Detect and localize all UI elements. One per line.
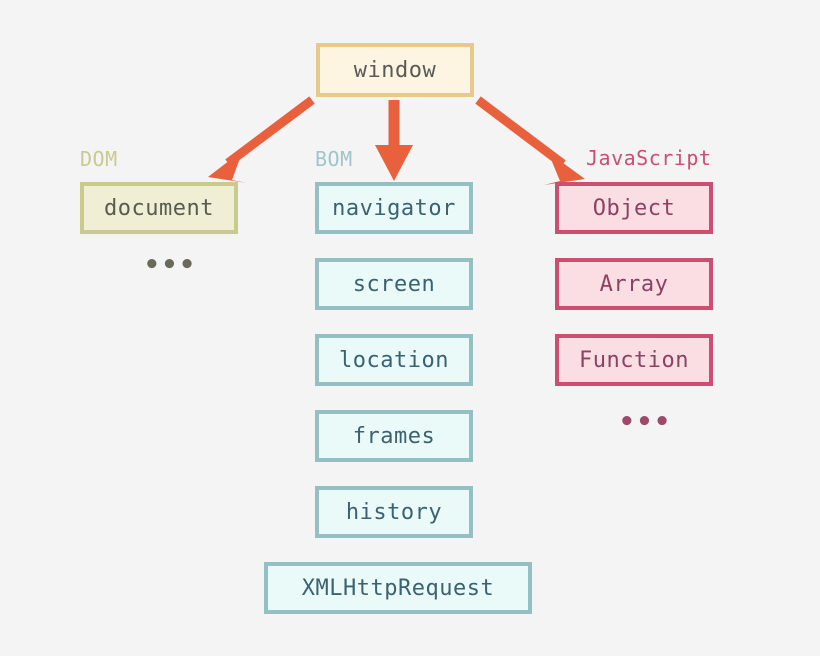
node-window[interactable]: window [316, 43, 474, 97]
ellipsis-javascript: ••• [619, 407, 672, 437]
node-xmlhttprequest[interactable]: XMLHttpRequest [264, 562, 532, 614]
node-navigator[interactable]: navigator [315, 182, 473, 234]
node-array[interactable]: Array [555, 258, 713, 310]
node-object[interactable]: Object [555, 182, 713, 234]
node-history[interactable]: history [315, 486, 473, 538]
arrow-window-to-dom [208, 96, 315, 183]
group-label-dom: DOM [80, 147, 118, 171]
node-document[interactable]: document [80, 182, 238, 234]
ellipsis-dom: ••• [144, 250, 197, 280]
node-screen[interactable]: screen [315, 258, 473, 310]
arrow-window-to-javascript [475, 96, 585, 185]
arrow-window-to-bom [375, 100, 413, 181]
node-location[interactable]: location [315, 334, 473, 386]
group-label-javascript: JavaScript [586, 146, 712, 170]
node-frames[interactable]: frames [315, 410, 473, 462]
node-function[interactable]: Function [555, 334, 713, 386]
group-label-bom: BOM [315, 147, 353, 171]
